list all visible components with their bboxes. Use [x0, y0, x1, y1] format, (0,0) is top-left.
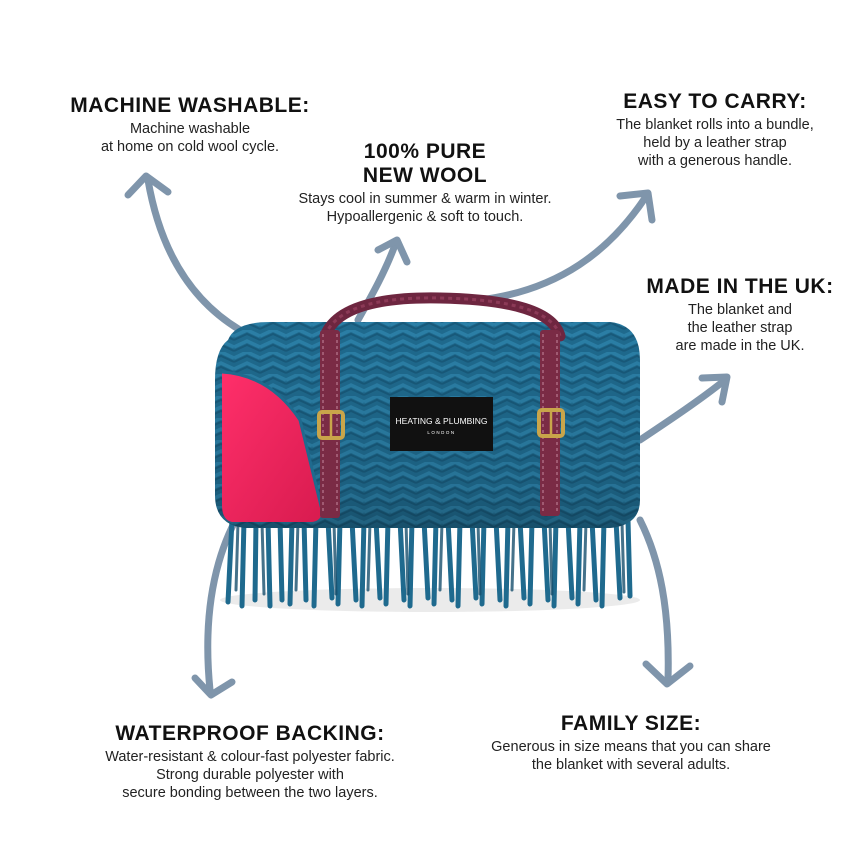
arrowhead-easy-to-carry	[616, 189, 656, 224]
brand-label-city: LONDON	[427, 430, 455, 435]
arrow-family-size	[636, 516, 672, 684]
arrow-made-in-uk	[636, 376, 729, 444]
brand-label-name: HEATING & PLUMBING	[396, 416, 488, 426]
arrowhead-machine-washable	[124, 172, 172, 199]
arrows	[124, 172, 731, 699]
feature-title: MADE IN THE UK:	[646, 275, 834, 298]
feature-description: Stays cool in summer & warm in winter. H…	[298, 191, 552, 225]
feature-family-size: FAMILY SIZE: Generous in size means that…	[450, 712, 812, 774]
blanket-roll: HEATING & PLUMBING LONDON	[215, 292, 640, 612]
feature-title: MACHINE WASHABLE:	[70, 94, 310, 117]
arrowhead-pure-wool	[374, 236, 411, 266]
arrow-machine-washable	[144, 176, 244, 334]
arrow-pure-wool	[354, 241, 399, 324]
arrowhead-made-in-uk	[698, 373, 731, 406]
feature-description: The blanket rolls into a bundle, held by…	[616, 117, 814, 169]
feature-description: Generous in size means that you can shar…	[491, 739, 771, 773]
feature-title: EASY TO CARRY:	[623, 90, 807, 113]
feature-description: The blanket and the leather strap are ma…	[675, 302, 805, 354]
feature-description: Water-resistant & colour-fast polyester …	[105, 749, 395, 801]
feature-title: WATERPROOF BACKING:	[115, 722, 385, 745]
arrowhead-family-size	[642, 660, 694, 688]
feature-easy-to-carry: EASY TO CARRY: The blanket rolls into a …	[585, 90, 845, 170]
feature-title: 100% PURE NEW WOOL	[362, 140, 488, 187]
brand-label	[390, 397, 493, 451]
feature-title: FAMILY SIZE:	[560, 712, 702, 735]
feature-machine-washable: MACHINE WASHABLE: Machine washable at ho…	[40, 94, 340, 156]
arrowhead-waterproof	[191, 674, 236, 699]
feature-pure-wool: 100% PURE NEW WOOL Stays cool in summer …	[250, 140, 600, 226]
feature-description: Machine washable at home on cold wool cy…	[100, 121, 280, 155]
feature-waterproof-backing: WATERPROOF BACKING: Water-resistant & co…	[40, 722, 460, 802]
fringe	[225, 517, 633, 609]
arrow-easy-to-carry	[476, 194, 649, 304]
feature-made-in-uk: MADE IN THE UK: The blanket and the leat…	[625, 275, 855, 355]
waterproof-lining	[222, 372, 322, 522]
